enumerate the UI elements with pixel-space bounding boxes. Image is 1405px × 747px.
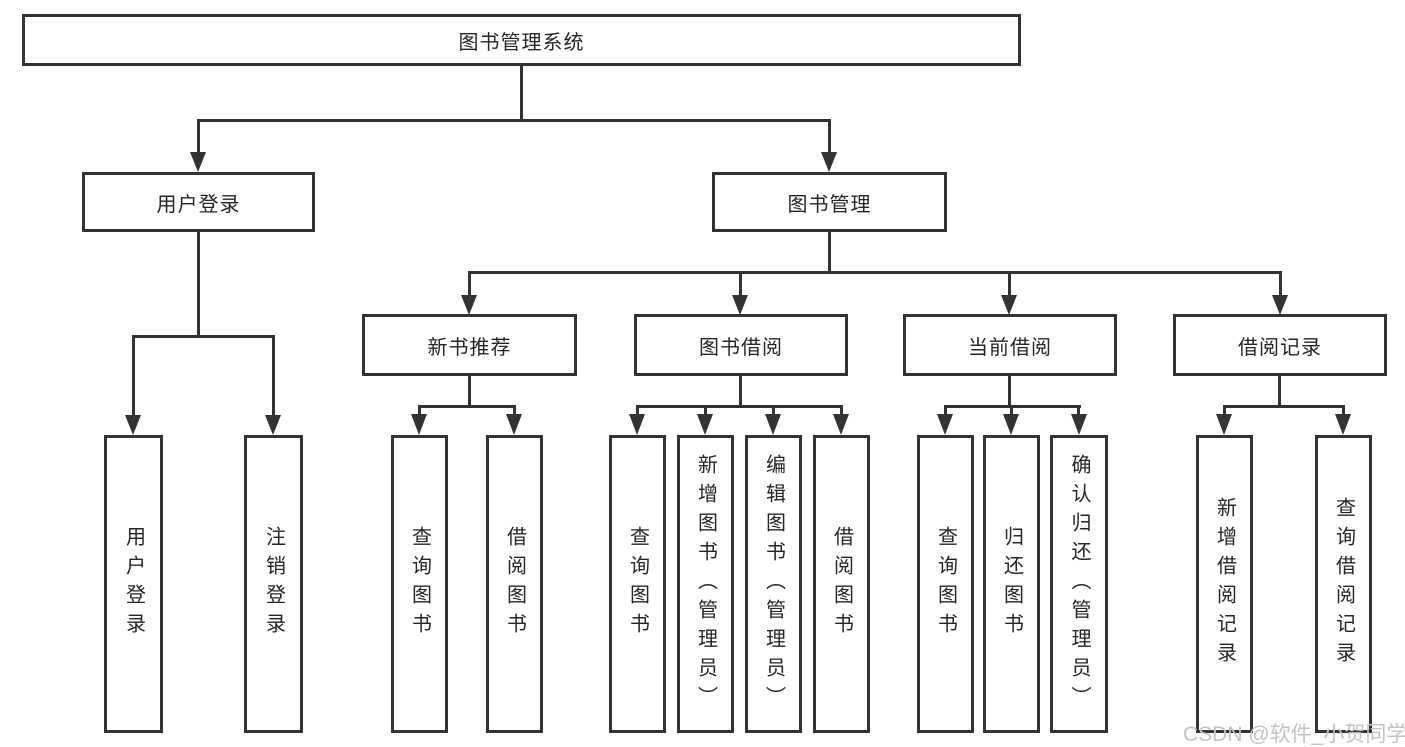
node-library-management-system: 图书管理系统 — [22, 14, 1021, 66]
node-label: 用户登录 — [156, 193, 241, 216]
csdn-watermark: CSDN @软件_小贺同学 — [1183, 723, 1405, 746]
leaf-query-book-nbr: 查询图书 — [391, 435, 448, 733]
node-label: 借阅记录 — [1238, 336, 1322, 359]
leaf-confirm-return-admin: 确认归还（管理员） — [1050, 435, 1108, 733]
leaf-add-book-admin: 新增图书（管理员） — [677, 435, 734, 733]
arrow-down-icon — [732, 295, 748, 315]
connector-drop-current-borrow — [1008, 271, 1011, 297]
arrow-down-icon — [629, 414, 645, 435]
leaf-label: 借阅图书 — [830, 526, 853, 642]
node-label: 图书借阅 — [699, 336, 783, 359]
node-label: 新书推荐 — [427, 336, 512, 359]
connector-stem — [1077, 405, 1080, 416]
leaf-label: 查询图书 — [934, 526, 957, 642]
arrow-down-icon — [265, 415, 281, 435]
arrow-down-icon — [937, 414, 953, 435]
leaf-label: 归还图书 — [1000, 526, 1023, 642]
connector-stem — [636, 405, 639, 416]
arrow-down-icon — [1335, 414, 1351, 435]
connector-userlogin-vline — [197, 230, 200, 337]
arrow-down-icon — [1001, 295, 1017, 315]
connector-cb-vline — [1008, 374, 1011, 407]
connector-drop-borrow-record — [1279, 271, 1282, 297]
connector-stem — [840, 405, 843, 416]
connector-bookmgmt-hbar — [468, 271, 1282, 274]
connector-root-vline — [520, 64, 523, 120]
leaf-label: 查询图书 — [408, 526, 431, 642]
node-book-management-branch: 图书管理 — [712, 172, 947, 232]
leaf-query-book-bb: 查询图书 — [609, 435, 666, 733]
connector-drop-new-book — [468, 271, 471, 297]
leaf-label: 编辑图书（管理员） — [762, 453, 785, 715]
node-label: 图书管理系统 — [458, 31, 585, 54]
leaf-borrow-book-nbr: 借阅图书 — [486, 435, 543, 733]
arrow-down-icon — [125, 415, 141, 435]
node-label: 当前借阅 — [968, 336, 1052, 359]
connector-nbr-hbar — [418, 405, 516, 408]
leaf-return-book: 归还图书 — [983, 435, 1040, 733]
connector-drop-book-borrow — [739, 271, 742, 297]
connector-br-hbar — [1223, 405, 1345, 408]
node-book-borrowing: 图书借阅 — [634, 314, 848, 376]
arrow-down-icon — [765, 414, 781, 435]
leaf-label: 注销登录 — [262, 526, 285, 642]
leaf-label: 查询图书 — [626, 526, 649, 642]
connector-stem — [944, 405, 947, 416]
connector-drop-book-management — [828, 119, 831, 154]
node-label: 图书管理 — [787, 193, 872, 216]
arrow-down-icon — [190, 152, 206, 172]
connector-stem — [418, 405, 421, 416]
connector-br-vline — [1278, 374, 1281, 407]
arrow-down-icon — [1003, 414, 1019, 435]
connector-drop-logout-leaf — [272, 335, 275, 417]
node-current-borrowing: 当前借阅 — [903, 314, 1117, 376]
leaf-label: 确认归还（管理员） — [1068, 453, 1090, 715]
connector-bb-hbar — [636, 405, 843, 408]
connector-stem — [1223, 405, 1226, 416]
leaf-label: 用户登录 — [122, 526, 145, 642]
arrow-down-icon — [1071, 414, 1087, 435]
connector-stem — [513, 405, 516, 416]
arrow-down-icon — [821, 152, 837, 172]
arrow-down-icon — [697, 414, 713, 435]
leaf-query-borrow-record: 查询借阅记录 — [1315, 435, 1372, 733]
arrow-down-icon — [461, 295, 477, 315]
node-user-login-branch: 用户登录 — [82, 172, 315, 232]
connector-stem — [772, 405, 775, 416]
arrow-down-icon — [506, 414, 522, 435]
connector-drop-user-login — [197, 119, 200, 154]
leaf-label: 借阅图书 — [503, 526, 526, 642]
leaf-label: 新增借阅记录 — [1213, 497, 1236, 671]
connector-bookmgmt-vline — [828, 230, 831, 273]
connector-stem — [704, 405, 707, 416]
connector-root-hbar — [197, 119, 831, 122]
connector-nbr-vline — [468, 374, 471, 407]
leaf-query-book-cb: 查询图书 — [917, 435, 974, 733]
leaf-label: 新增图书（管理员） — [694, 453, 717, 715]
arrow-down-icon — [1272, 295, 1288, 315]
connector-stem — [1010, 405, 1013, 416]
node-borrowing-records: 借阅记录 — [1173, 314, 1387, 376]
leaf-edit-book-admin: 编辑图书（管理员） — [745, 435, 802, 733]
leaf-label: 查询借阅记录 — [1332, 497, 1355, 671]
arrow-down-icon — [833, 414, 849, 435]
connector-stem — [1342, 405, 1345, 416]
connector-bb-vline — [739, 374, 742, 407]
node-new-book-recommend: 新书推荐 — [362, 314, 577, 376]
arrow-down-icon — [1216, 414, 1232, 435]
leaf-add-borrow-record: 新增借阅记录 — [1196, 435, 1253, 733]
leaf-borrow-book-bb: 借阅图书 — [813, 435, 870, 733]
arrow-down-icon — [411, 414, 427, 435]
connector-userlogin-hbar — [132, 335, 275, 338]
leaf-logout: 注销登录 — [244, 435, 303, 733]
connector-drop-login-leaf — [132, 335, 135, 417]
leaf-user-login: 用户登录 — [104, 435, 163, 733]
